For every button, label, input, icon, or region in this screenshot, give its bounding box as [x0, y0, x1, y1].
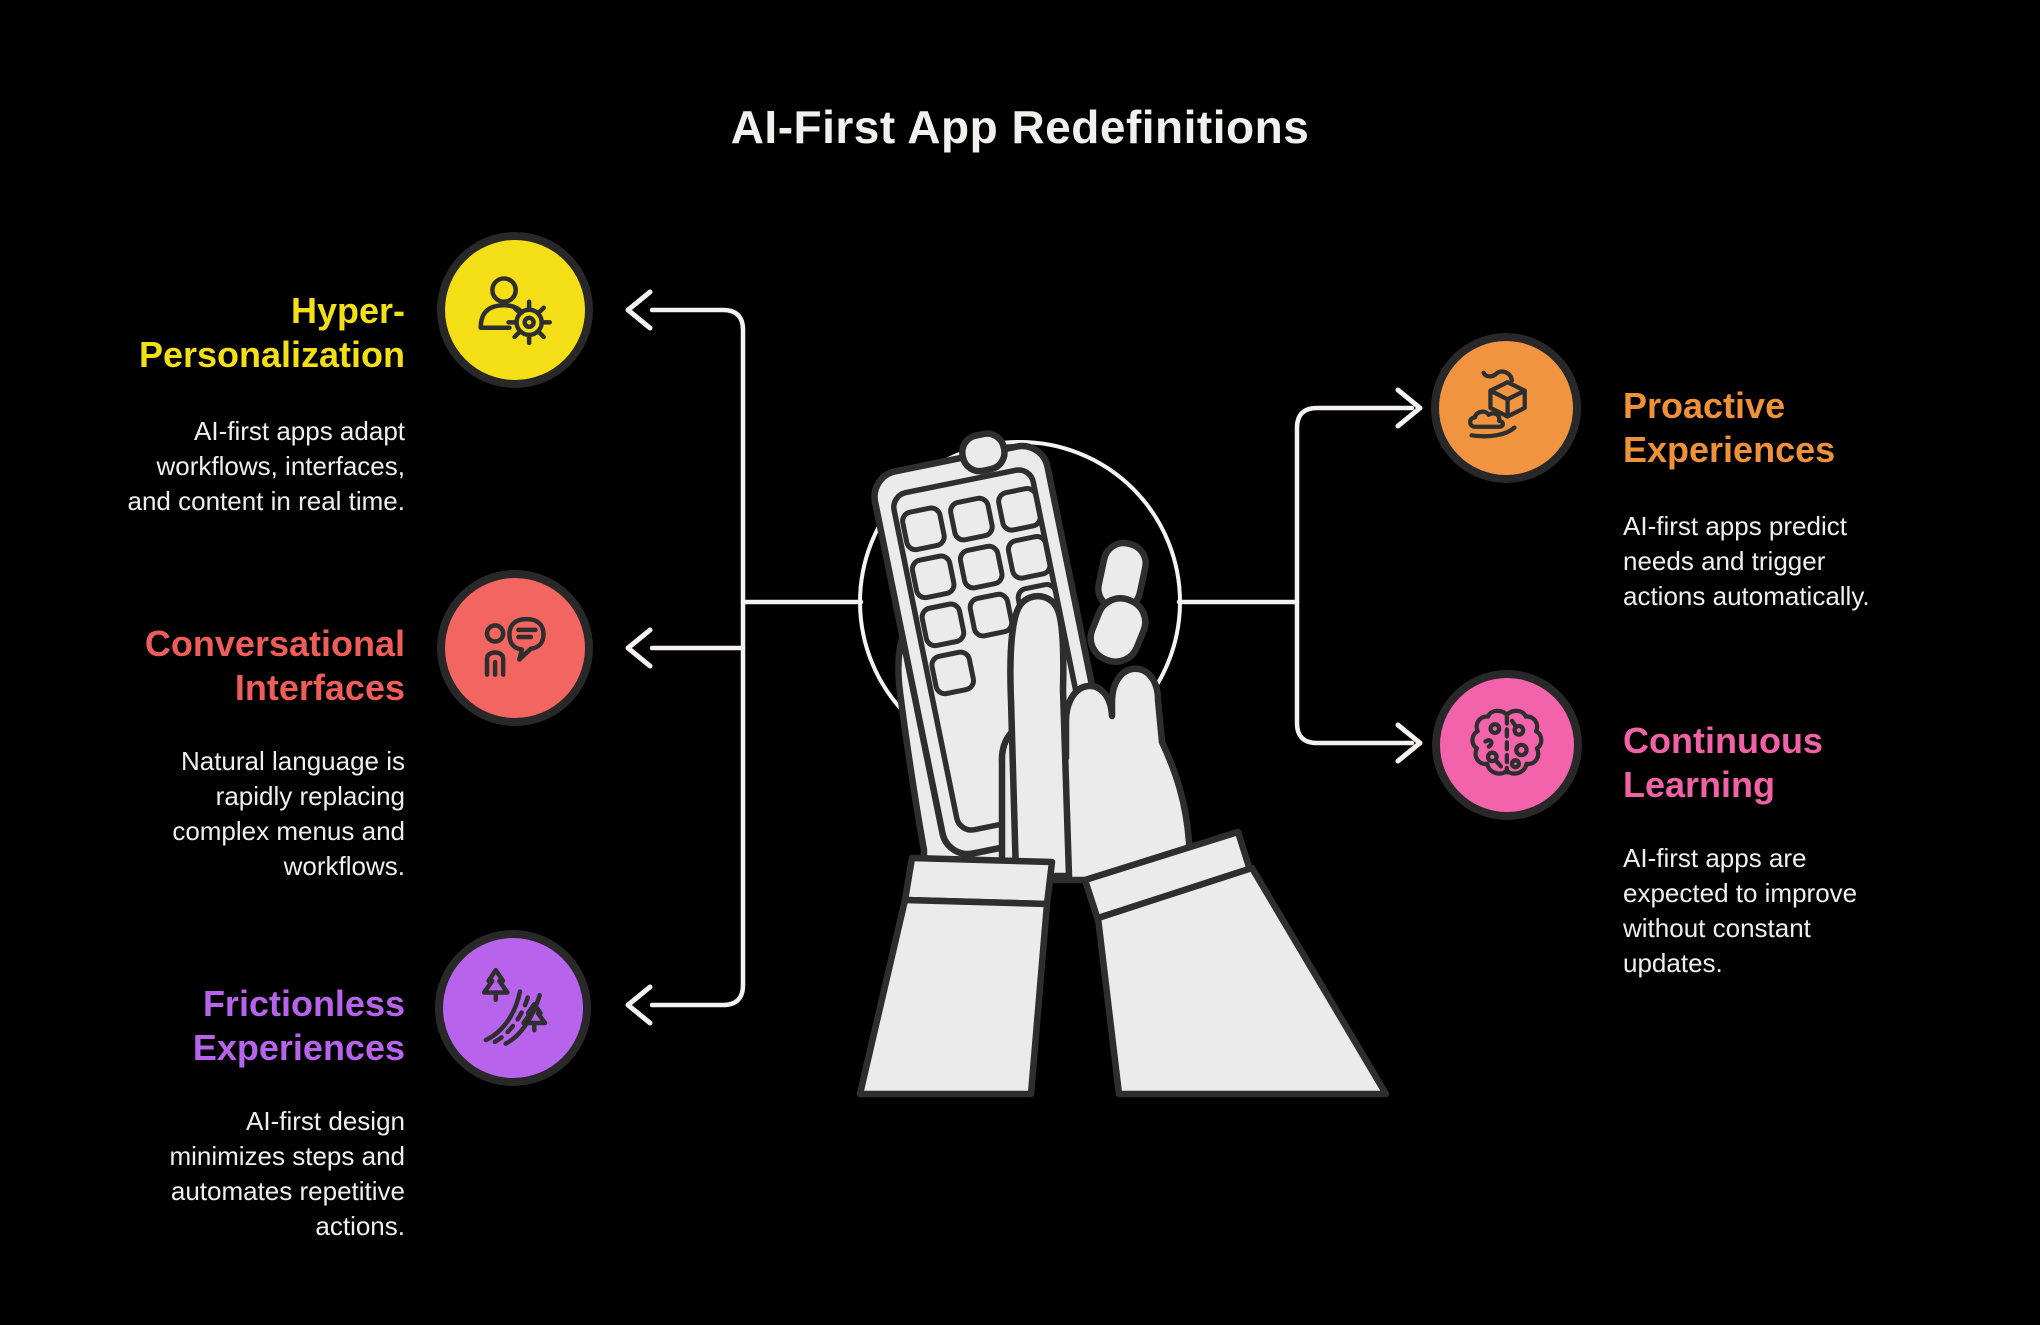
finger-over-top-edge — [958, 430, 1008, 475]
hands-holding-smartphone — [856, 430, 1390, 1098]
node-description-frictionless-experiences: AI-first design minimizes steps and auto… — [169, 1106, 405, 1241]
app-grid — [900, 486, 1063, 697]
node-description-proactive-experiences: AI-first apps predict needs and trigger … — [1623, 511, 1870, 611]
arrow-right-bottom-icon — [1395, 722, 1423, 764]
node-description-conversational-interfaces: Natural language is rapidly replacing co… — [172, 746, 405, 881]
road-trees-icon — [482, 968, 548, 1047]
badge-frictionless-experiences — [443, 938, 583, 1078]
arrow-left-top-icon — [625, 289, 653, 331]
badge-continuous-learning — [1440, 678, 1574, 812]
node-title-conversational-interfaces: Conversational Interfaces — [144, 623, 405, 708]
person-chat-icon — [484, 617, 546, 678]
arrow-left-bottom-icon — [625, 984, 653, 1026]
right-index-finger — [1007, 593, 1073, 880]
user-gear-icon — [478, 276, 553, 346]
package-cloud-icon — [1468, 369, 1528, 439]
brain-icon — [1470, 708, 1544, 776]
left-bracket-line — [649, 307, 746, 1008]
badge-hyper-personalization — [445, 240, 585, 380]
right-sleeve — [1094, 864, 1390, 1098]
arrow-right-top-icon — [1395, 387, 1423, 429]
right-hand-finger-lower — [1087, 595, 1149, 665]
node-title-frictionless-experiences: Frictionless Experiences — [192, 983, 405, 1068]
left-sleeve — [856, 896, 1051, 1098]
badge-proactive-experiences — [1439, 341, 1573, 475]
arrowheads — [625, 289, 1423, 1026]
node-title-hyper-personalization: Hyper- Personalization — [138, 290, 405, 375]
left-cuff — [901, 854, 1056, 908]
right-bracket-line — [1294, 405, 1415, 746]
node-title-proactive-experiences: Proactive Experiences — [1623, 385, 1836, 470]
arrow-left-middle-icon — [625, 627, 653, 669]
badge-conversational-interfaces — [445, 578, 585, 718]
page-title: AI-First App Redefinitions — [730, 101, 1310, 153]
connector-lines — [649, 307, 1415, 1008]
node-description-hyper-personalization: AI-first apps adapt workflows, interface… — [127, 416, 406, 516]
node-title-continuous-learning: Continuous Learning — [1623, 720, 1823, 805]
node-description-continuous-learning: AI-first apps are expected to improve wi… — [1623, 843, 1858, 978]
